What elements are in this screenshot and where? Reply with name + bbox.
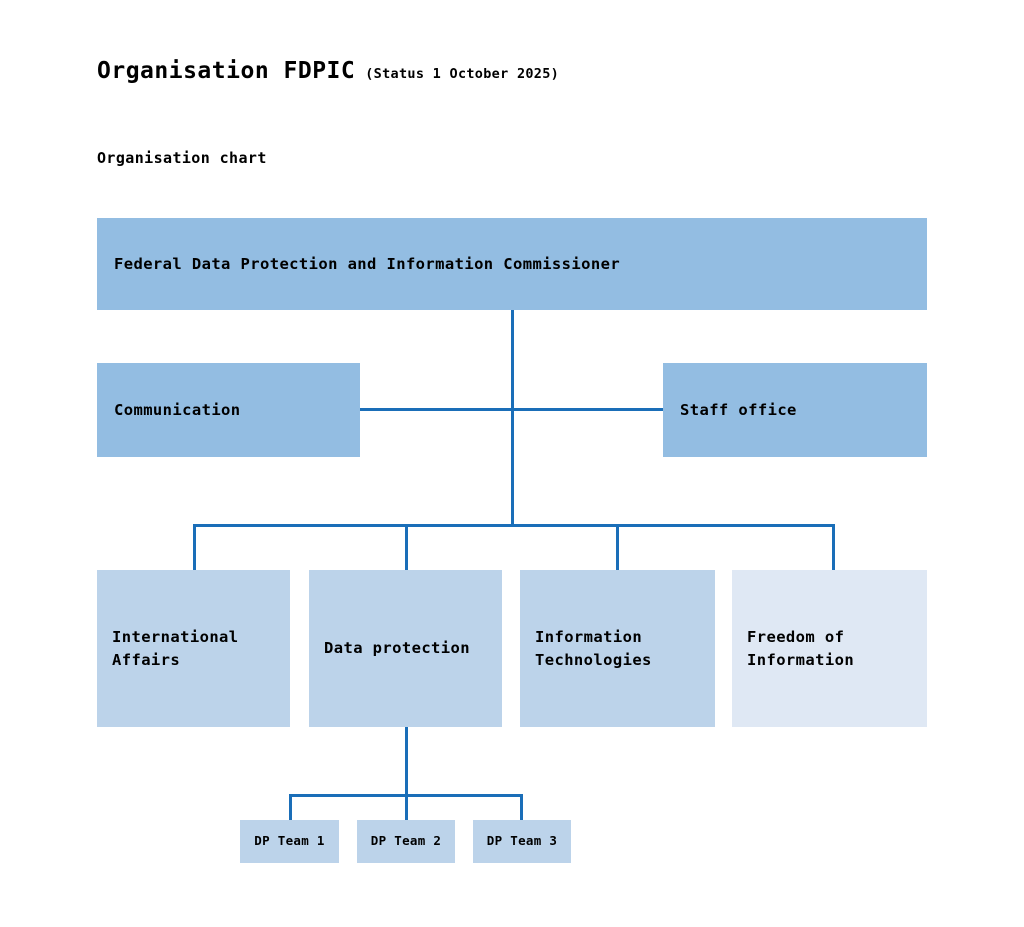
node-label: DP Team 1: [254, 833, 325, 849]
node-staff-office[interactable]: Staff office: [663, 363, 927, 457]
node-label: Data protection: [324, 639, 470, 658]
page-title-status: (Status 1 October 2025): [365, 66, 560, 82]
connector-drop-freedom-of-information: [832, 524, 835, 571]
node-label: DP Team 3: [486, 833, 558, 849]
connector-drop-dp-team-1: [289, 794, 292, 821]
node-label: International Affairs: [112, 628, 239, 669]
connector-drop-dp-team-3: [520, 794, 523, 821]
connector-drop-dp-team-2: [405, 794, 408, 821]
connector-division-bus: [193, 524, 835, 527]
connector-staff-right: [511, 408, 663, 411]
connector-drop-data-protection: [405, 524, 408, 571]
connector-drop-information-technologies: [616, 524, 619, 571]
node-communication[interactable]: Communication: [97, 363, 360, 457]
connector-staff-left: [360, 408, 512, 411]
connector-trunk-main: [511, 310, 514, 527]
page-title-main: Organisation FDPIC: [97, 58, 356, 84]
page-title: Organisation FDPIC (Status 1 October 202…: [97, 58, 559, 84]
node-dp-team-3[interactable]: DP Team 3: [473, 820, 571, 863]
node-label: Information Technologies: [535, 628, 652, 669]
node-label: Freedom of Information: [747, 628, 855, 669]
chart-subtitle: Organisation chart: [97, 149, 267, 167]
node-international-affairs[interactable]: International Affairs: [97, 570, 290, 727]
node-label: Communication: [114, 400, 241, 419]
node-dp-team-2[interactable]: DP Team 2: [357, 820, 455, 863]
node-label: DP Team 2: [370, 833, 442, 849]
node-data-protection[interactable]: Data protection: [309, 570, 502, 727]
connector-trunk-data-protection: [405, 727, 408, 797]
node-information-technologies[interactable]: Information Technologies: [520, 570, 715, 727]
node-freedom-of-information[interactable]: Freedom of Information: [732, 570, 927, 727]
connector-drop-international-affairs: [193, 524, 196, 571]
node-label: Federal Data Protection and Information …: [114, 254, 621, 273]
node-dp-team-1[interactable]: DP Team 1: [240, 820, 339, 863]
node-label: Staff office: [680, 400, 797, 419]
node-federal-data-protection-and-information-commissioner[interactable]: Federal Data Protection and Information …: [97, 218, 927, 310]
